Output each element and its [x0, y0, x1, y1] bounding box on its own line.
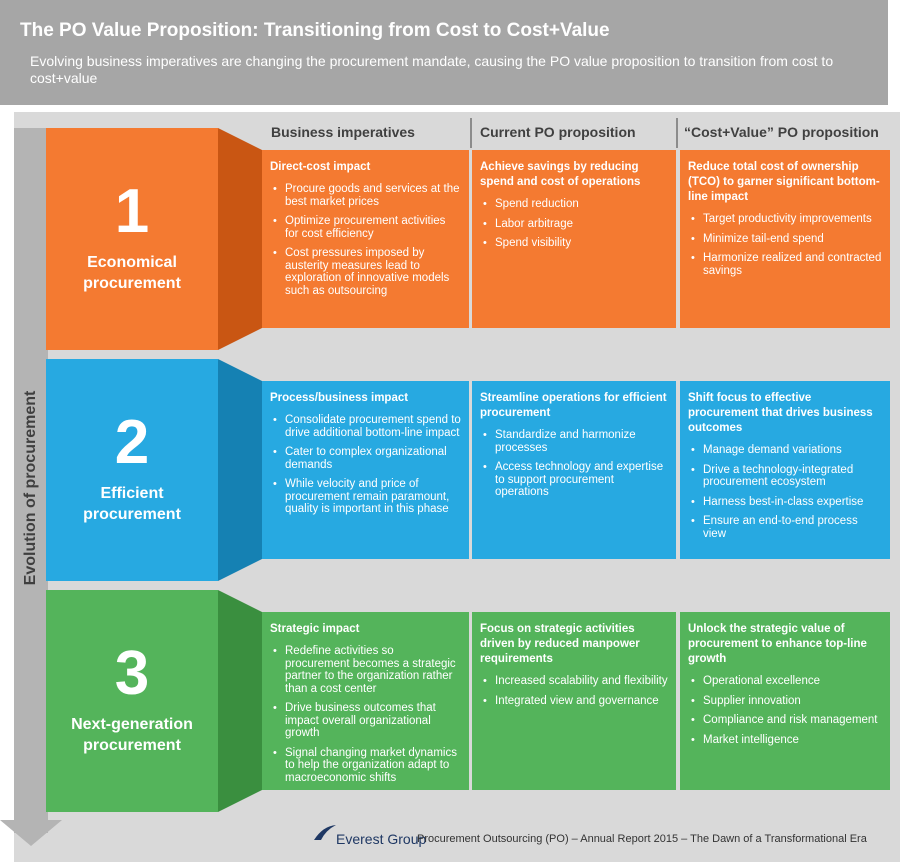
bullet-item: Procure goods and services at the best m…: [270, 183, 461, 208]
stage-1-costvalue-cell: Reduce total cost of ownership (TCO) to …: [680, 150, 890, 328]
stage-name-line1: Efficient: [100, 485, 164, 502]
bullet-item: Drive business outcomes that impact over…: [270, 702, 461, 740]
bullet-item: Operational excellence: [688, 675, 882, 688]
stage-3-costvalue-cell: Unlock the strategic value of procuremen…: [680, 612, 890, 790]
stage-1-business-cell: Direct-cost impact Procure goods and ser…: [262, 150, 469, 328]
cell-heading: Achieve savings by reducing spend and co…: [480, 161, 641, 188]
header-banner: The PO Value Proposition: Transitioning …: [0, 0, 888, 105]
column-divider: [676, 118, 678, 148]
bullet-item: Increased scalability and flexibility: [480, 675, 668, 688]
stage-name-line2: procurement: [83, 737, 181, 754]
bullet-item: Supplier innovation: [688, 695, 882, 708]
stage-1-current-cell: Achieve savings by reducing spend and co…: [472, 150, 676, 328]
column-header-costvalue-po: “Cost+Value” PO proposition: [684, 124, 879, 140]
cell-heading: Strategic impact: [270, 623, 360, 635]
column-header-business-imperatives: Business imperatives: [271, 124, 415, 140]
bullet-item: Target productivity improvements: [688, 213, 882, 226]
stage-2-current-cell: Streamline operations for efficient proc…: [472, 381, 676, 559]
bullet-item: Manage demand variations: [688, 444, 882, 457]
cell-heading: Process/business impact: [270, 392, 409, 404]
everest-logo-icon: [314, 825, 336, 840]
bullet-item: Cost pressures imposed by austerity meas…: [270, 247, 461, 297]
stage-name-line1: Next-generation: [71, 716, 193, 733]
footer-brand: Everest Group: [336, 831, 427, 847]
bullet-item: While velocity and price of procurement …: [270, 478, 461, 516]
stage-1-fold: [218, 128, 262, 350]
bullet-item: Harmonize realized and contracted saving…: [688, 252, 882, 277]
stage-number: 1: [114, 177, 150, 246]
bullet-item: Standardize and harmonize processes: [480, 429, 668, 454]
cell-heading: Streamline operations for efficient proc…: [480, 392, 667, 419]
bullet-item: Minimize tail-end spend: [688, 233, 882, 246]
stage-3-current-cell: Focus on strategic activities driven by …: [472, 612, 676, 790]
cell-heading: Shift focus to effective procurement tha…: [688, 392, 873, 434]
column-divider: [470, 118, 472, 148]
evolution-arrow-head: [0, 820, 62, 846]
stage-3-business-cell: Strategic impact Redefine activities so …: [262, 612, 469, 790]
bullet-item: Consolidate procurement spend to drive a…: [270, 414, 461, 439]
bullet-item: Drive a technology-integrated procuremen…: [688, 464, 882, 489]
bullet-item: Redefine activities so procurement becom…: [270, 645, 461, 695]
stage-number: 3: [114, 639, 150, 708]
evolution-axis-label: Evolution of procurement: [22, 390, 39, 586]
cell-heading: Focus on strategic activities driven by …: [480, 623, 640, 665]
stage-name-line1: Economical: [87, 254, 177, 271]
stage-3-block: 3 Next-generation procurement: [46, 590, 218, 812]
evolution-arrow-shaft: [14, 128, 48, 833]
footer-source: Procurement Outsourcing (PO) – Annual Re…: [417, 833, 867, 845]
cell-heading: Unlock the strategic value of procuremen…: [688, 623, 867, 665]
bullet-item: Harness best-in-class expertise: [688, 496, 882, 509]
bullet-item: Spend visibility: [480, 237, 668, 250]
stage-name-line2: procurement: [83, 506, 181, 523]
stage-number: 2: [114, 408, 150, 477]
bullet-item: Spend reduction: [480, 198, 668, 211]
bullet-item: Labor arbitrage: [480, 218, 668, 231]
stage-1-block: 1 Economical procurement: [46, 128, 218, 350]
bullet-item: Ensure an end-to-end process view: [688, 515, 882, 540]
bullet-item: Access technology and expertise to suppo…: [480, 461, 668, 499]
column-header-current-po: Current PO proposition: [480, 124, 636, 140]
bullet-item: Optimize procurement activities for cost…: [270, 215, 461, 240]
cell-heading: Direct-cost impact: [270, 161, 371, 173]
stage-2-block: 2 Efficient procurement: [46, 359, 218, 581]
page-subtitle: Evolving business imperatives are changi…: [30, 53, 834, 86]
bullet-item: Cater to complex organizational demands: [270, 446, 461, 471]
stage-2-business-cell: Process/business impact Consolidate proc…: [262, 381, 469, 559]
bullet-item: Compliance and risk management: [688, 714, 882, 727]
bullet-item: Market intelligence: [688, 734, 882, 747]
stage-2-costvalue-cell: Shift focus to effective procurement tha…: [680, 381, 890, 559]
bullet-item: Signal changing market dynamics to help …: [270, 747, 461, 785]
stage-name-line2: procurement: [83, 275, 181, 292]
bullet-item: Integrated view and governance: [480, 695, 668, 708]
page-title: The PO Value Proposition: Transitioning …: [20, 20, 610, 41]
cell-heading: Reduce total cost of ownership (TCO) to …: [688, 161, 880, 203]
stage-2-fold: [218, 359, 262, 581]
stage-3-fold: [218, 590, 262, 812]
